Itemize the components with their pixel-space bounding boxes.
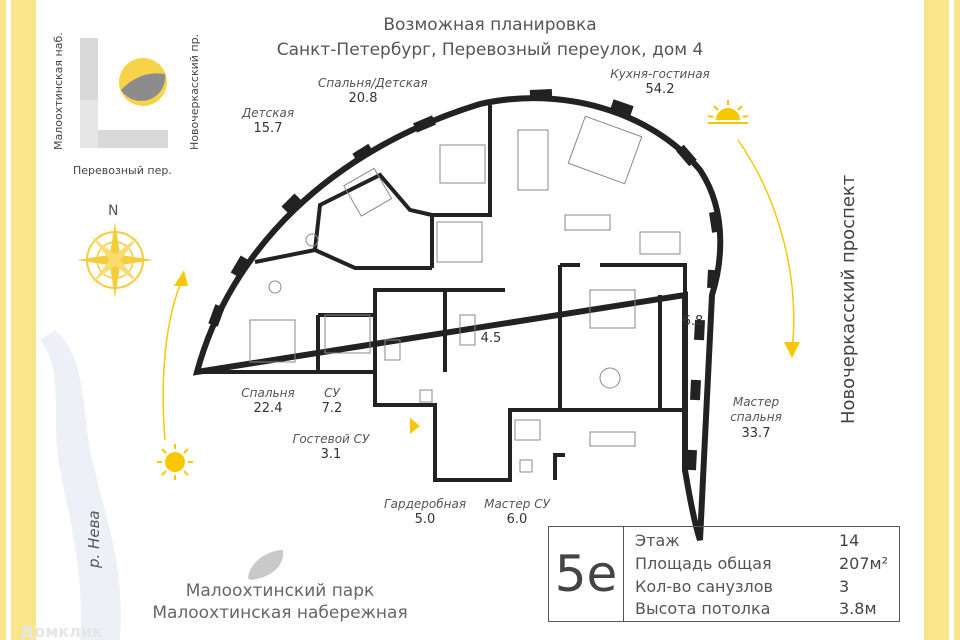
locator-map xyxy=(80,38,168,148)
sun-icon-east xyxy=(707,100,749,124)
room-name-kids: Детская xyxy=(241,106,295,120)
room-name-bathroom: СУ xyxy=(324,386,340,400)
title-line-1: Возможная планировка xyxy=(383,15,597,35)
left-frame-stripe xyxy=(6,0,11,640)
sun-arrow-west xyxy=(174,270,188,286)
room-area-bathroom: 7.2 xyxy=(321,401,343,416)
watermark: Домклик xyxy=(20,622,103,640)
room-name-master-bathroom: Мастер СУ xyxy=(484,497,550,511)
info-value-floor: 14 xyxy=(839,531,860,550)
room-name-bedroom: Спальня xyxy=(241,386,295,400)
outer-wall xyxy=(192,95,724,541)
apartment-info-box: 5е Этаж 14 Площадь общая 207м² Кол-во са… xyxy=(548,526,900,622)
room-area-hall: 4.5 xyxy=(480,331,502,346)
room-area-master-bathroom: 6.0 xyxy=(506,512,528,527)
park-line-1: Малоохтинский парк xyxy=(185,581,375,601)
room-area-storage: 6.8 xyxy=(682,314,704,329)
room-area-bedroom: 22.4 xyxy=(253,401,283,416)
room-name-wardrobe: Гардеробная xyxy=(383,497,467,511)
room-area-kitchen-living: 54.2 xyxy=(645,82,675,97)
sun-arrow-east xyxy=(784,342,800,358)
locator-street-left: Малоохтинская наб. xyxy=(52,32,65,150)
apartment-code: 5е xyxy=(549,527,624,621)
sun-icon-west xyxy=(157,444,193,480)
room-area-bedroom-kids: 20.8 xyxy=(348,91,378,106)
room-area-wardrobe: 5.0 xyxy=(414,512,436,527)
room-area-master-bedroom: 33.7 xyxy=(741,426,771,441)
river-shape xyxy=(40,330,121,640)
room-name-bedroom-kids: Спальня/Детская xyxy=(318,76,428,90)
info-value-bathrooms: 3 xyxy=(839,577,850,596)
info-label-bathrooms: Кол-во санузлов xyxy=(635,577,773,596)
room-area-kids: 15.7 xyxy=(253,121,283,136)
info-label-floor: Этаж xyxy=(635,531,680,550)
building-marker-bottom xyxy=(121,73,166,102)
right-frame xyxy=(924,0,960,640)
locator-street-bottom: Перевозный пер. xyxy=(73,164,172,177)
sun-path-east xyxy=(737,139,795,351)
leaf-icon xyxy=(248,550,284,580)
room-name-master-bedroom: Мастер спальня xyxy=(730,395,782,424)
compass-rose xyxy=(77,222,153,298)
info-label-ceiling: Высота потолка xyxy=(635,599,771,618)
room-name-kitchen-living: Кухня-гостиная xyxy=(610,67,710,81)
entrance-marker xyxy=(410,418,420,434)
title-line-2: Санкт-Петербург, Перевозный переулок, до… xyxy=(276,40,704,60)
apartment-plan xyxy=(192,89,724,580)
info-value-ceiling: 3.8м xyxy=(839,599,877,618)
info-label-area: Площадь общая xyxy=(635,554,772,573)
info-value-area: 207м² xyxy=(839,554,889,573)
room-area-guest-bathroom: 3.1 xyxy=(320,447,342,462)
river-label: р. Нева xyxy=(85,510,103,568)
park-line-2: Малоохтинская набережная xyxy=(152,603,408,623)
right-frame-stripe xyxy=(949,0,954,640)
room-name-guest-bathroom: Гостевой СУ xyxy=(292,432,370,446)
locator-street-right: Новочеркасский пр. xyxy=(188,33,201,150)
sun-path-west xyxy=(162,279,183,441)
compass-north-label: N xyxy=(108,203,119,219)
street-novocherkassky: Новочеркасский проспект xyxy=(838,174,859,424)
